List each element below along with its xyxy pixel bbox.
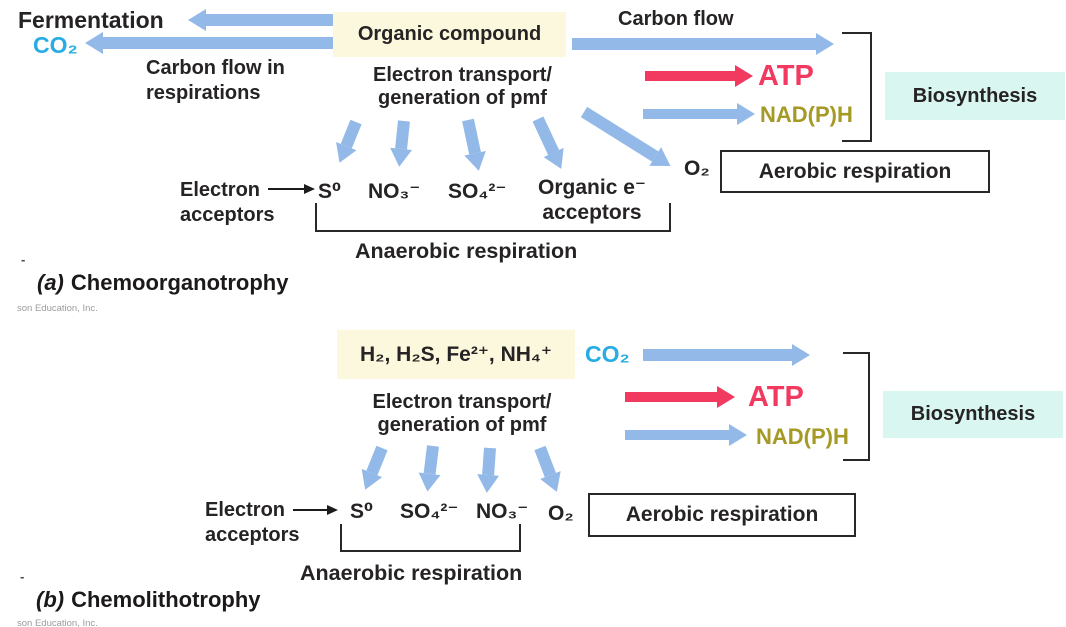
biosynthesis-box-b: Biosynthesis (883, 391, 1063, 438)
acceptor-so4-a: SO₄²⁻ (448, 180, 507, 203)
acceptor-organic-a: Organic e⁻acceptors (538, 176, 646, 224)
atp-arrow-b (625, 386, 735, 408)
anaerobic-respiration-label-b: Anaerobic respiration (300, 561, 523, 585)
nadph-arrow-b (625, 424, 747, 446)
caption-b: (b)Chemolithotrophy (36, 587, 261, 612)
electron-transport-label-b: Electron transport/generation of pmf (372, 391, 552, 436)
arrow-to-fermentation (188, 9, 345, 31)
acceptor-no3-a: NO₃⁻ (368, 180, 421, 203)
substrates-box-b: H₂, H₂S, Fe²⁺, NH₄⁺ (337, 330, 575, 379)
arrow-to-no3-a (388, 120, 415, 168)
atp-arrow-a (645, 65, 753, 87)
anaerobic-bracket-a (315, 203, 671, 232)
arrow-to-s0-a (329, 118, 366, 167)
crop-tick-b: - (20, 569, 25, 584)
arrow-to-s0-b (354, 444, 392, 494)
arrow-to-o2-b (530, 444, 568, 496)
atp-label-a: ATP (758, 60, 814, 92)
electron-transport-label-a: Electron transport/generation of pmf (373, 64, 552, 109)
carbon-flow-arrow-b (643, 344, 810, 366)
electron-acceptors-arrow-b (293, 502, 338, 518)
aerobic-respiration-box-b: Aerobic respiration (588, 493, 856, 537)
acceptor-s0-b: S⁰ (350, 500, 374, 523)
carbon-flow-label: Carbon flow (618, 8, 734, 30)
arrow-to-organic-a (528, 114, 572, 174)
crop-tick-a: - (21, 252, 26, 267)
acceptor-so4-b: SO₄²⁻ (400, 500, 459, 523)
nadph-label-b: NAD(P)H (756, 424, 849, 449)
anaerobic-respiration-label-a: Anaerobic respiration (355, 239, 578, 263)
o2-label-b: O₂ (548, 502, 574, 525)
co2-label-a: CO₂ (33, 32, 78, 58)
biosynthesis-bracket-b (843, 352, 870, 461)
nadph-label-a: NAD(P)H (760, 102, 853, 127)
acceptor-no3-b: NO₃⁻ (476, 500, 529, 523)
nadph-arrow-a (643, 103, 755, 125)
fermentation-label: Fermentation (18, 7, 164, 33)
o2-label-a: O₂ (684, 157, 710, 180)
atp-label-b: ATP (748, 381, 804, 413)
acceptor-s0-a: S⁰ (318, 180, 342, 203)
co2-label-b: CO₂ (585, 341, 630, 367)
carbon-flow-arrow-a (572, 33, 834, 55)
biosynthesis-box-a: Biosynthesis (885, 72, 1065, 120)
arrow-to-co2-a (85, 32, 345, 54)
arrow-to-so4-a (457, 118, 490, 174)
arrow-to-so4-b (416, 445, 443, 493)
biosynthesis-bracket-a (842, 32, 872, 142)
organic-compound-box: Organic compound (333, 12, 566, 57)
anaerobic-bracket-b (340, 524, 521, 552)
aerobic-respiration-box-a: Aerobic respiration (720, 150, 990, 193)
arrow-to-no3-b (475, 447, 501, 494)
credit-b: son Education, Inc. (17, 618, 98, 627)
electron-acceptors-arrow-a (268, 181, 315, 197)
credit-a: son Education, Inc. (17, 303, 98, 314)
caption-a: (a)Chemoorganotrophy (37, 270, 289, 295)
